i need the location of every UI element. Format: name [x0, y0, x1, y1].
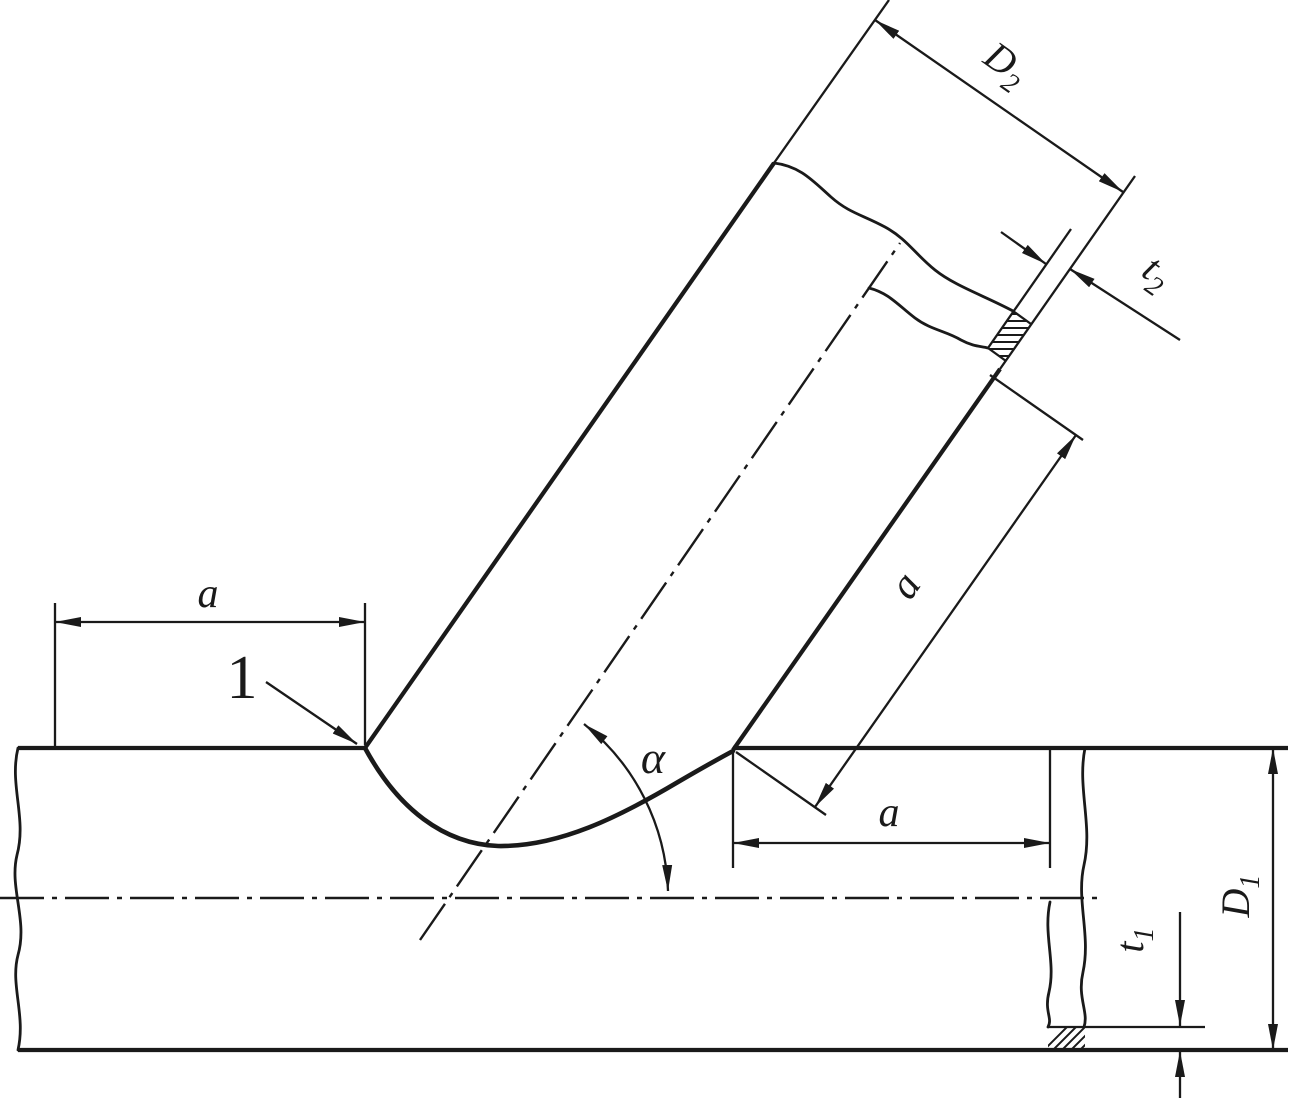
dim-a-branch-extension-lines — [735, 374, 1084, 816]
dim-d1-label: D1 — [1213, 875, 1266, 919]
main-pipe-wall-hatch — [1048, 1027, 1085, 1050]
dim-angle-alpha: α — [583, 723, 673, 892]
branch-left-extension-line — [773, 0, 890, 164]
dim-t2-label: t2 — [1130, 245, 1181, 303]
branch-pipe-centerline — [419, 242, 901, 941]
dim-a-branch-line — [814, 434, 1077, 808]
dim-t2: t2 — [1000, 231, 1181, 341]
dim-d1-base: D — [1213, 888, 1258, 918]
dim-a-right-label: a — [879, 790, 900, 836]
dim-a-right-extension-lines — [731, 748, 1052, 868]
dim-a-right: a — [731, 748, 1052, 868]
dim-a-branch-label: a — [880, 564, 930, 608]
dim-t1-label: t1 — [1107, 927, 1160, 952]
angle-alpha-label: α — [641, 732, 666, 783]
dim-d2-label: D2 — [971, 32, 1037, 101]
branch-pipe-left-edge — [363, 161, 776, 750]
dim-t1: t1 — [1107, 912, 1185, 1098]
branch-pipe — [362, 0, 1136, 849]
dim-t2-lower-arrow — [1069, 268, 1181, 341]
dim-t1-base: t — [1107, 941, 1152, 953]
dim-a-left-label: a — [198, 571, 219, 617]
angle-alpha-arc — [583, 723, 673, 892]
dim-a-left-extension-lines — [53, 603, 367, 748]
callout-1-leader-arrow — [265, 681, 358, 745]
branch-lower-break-line — [867, 286, 990, 350]
dim-a-left: a — [53, 571, 367, 748]
branch-upper-break-line — [772, 161, 1015, 313]
main-pipe-inner-break-line — [1046, 900, 1053, 1029]
main-pipe-right-break-line — [1079, 746, 1089, 1029]
dim-d1: D1 — [1213, 748, 1278, 1050]
main-pipe-left-break-line — [13, 746, 23, 1052]
centerlines — [0, 242, 1103, 941]
callout-1-label: 1 — [227, 644, 258, 712]
branch-inner-wall-line — [987, 228, 1072, 349]
dim-d2: D2 — [874, 19, 1124, 193]
callout-1: 1 — [227, 644, 358, 745]
dim-d1-sub: 1 — [1235, 875, 1266, 889]
dim-d2-line — [874, 19, 1124, 193]
dim-t2-upper-arrow — [1000, 231, 1047, 265]
branch-right-extension-line — [999, 175, 1136, 370]
dim-t1-sub: 1 — [1129, 927, 1160, 941]
main-pipe — [13, 745, 1288, 1053]
saddle-weld-curve — [362, 745, 736, 849]
